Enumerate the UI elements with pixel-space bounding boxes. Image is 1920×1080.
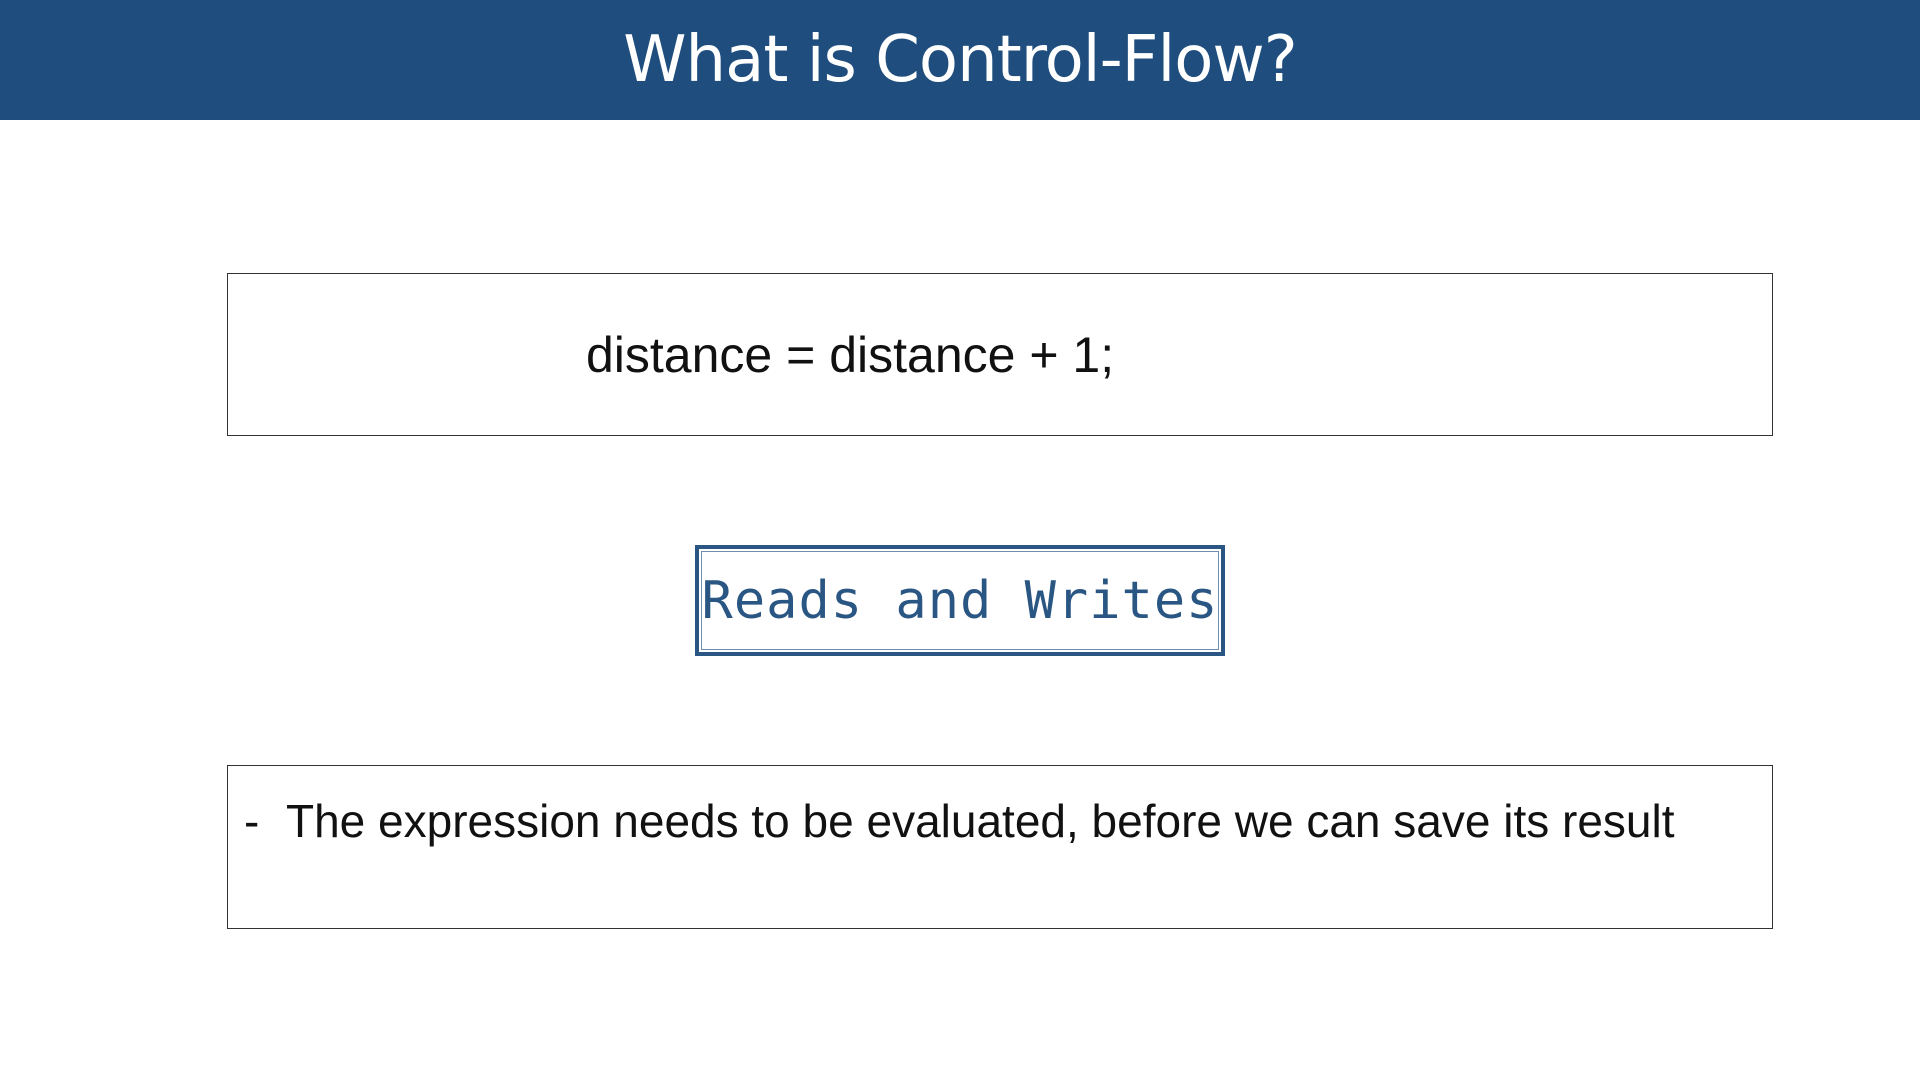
code-line: distance = distance + 1; (586, 326, 1115, 383)
title-bar: What is Control-Flow? (0, 0, 1920, 120)
note-bullet: - (244, 795, 260, 847)
reads-and-writes-stamp: Reads and Writes (695, 545, 1225, 656)
note-text: The expression needs to be evaluated, be… (286, 795, 1675, 847)
note-box: - The expression needs to be evaluated, … (227, 765, 1773, 929)
code-box: distance = distance + 1; (227, 273, 1773, 436)
note-item: - The expression needs to be evaluated, … (244, 794, 1675, 848)
stamp-label: Reads and Writes (701, 570, 1219, 631)
slide-title: What is Control-Flow? (623, 23, 1297, 97)
